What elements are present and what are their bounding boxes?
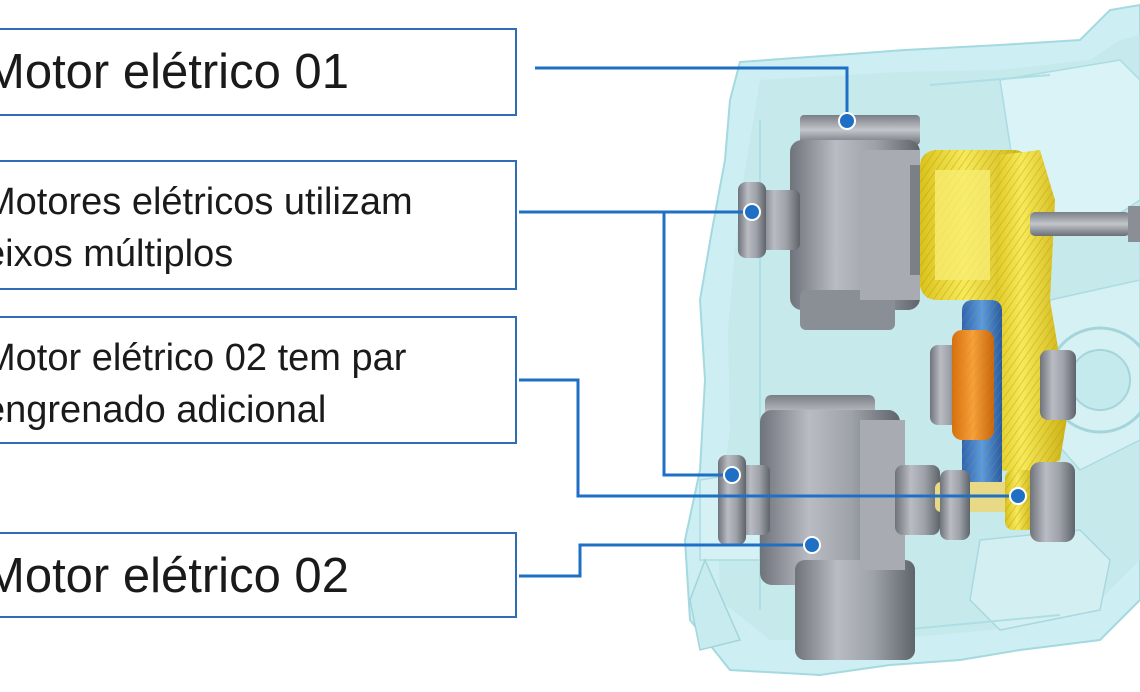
transmission-housing	[683, 3, 1140, 677]
electric-motor-01	[738, 115, 930, 330]
label-motor-01: Motor elétrico 01	[0, 45, 349, 99]
label-additional-gear-pair-line1: Motor elétrico 02 tem par	[0, 337, 407, 379]
dot-additional-gear	[1009, 487, 1027, 505]
label-additional-gear-pair-line2: engrenado adicional	[0, 389, 327, 431]
leader-line-multiple-axes-lower	[662, 212, 730, 477]
dot-motor-01-shaft	[743, 203, 761, 221]
label-multiple-axes-line2: eixos múltiplos	[0, 233, 234, 275]
label-box-motor-02: Motor elétrico 02	[0, 532, 517, 618]
leader-line-motor-01	[535, 66, 849, 120]
label-additional-gear-pair: Motor elétrico 02 tem par engrenado adic…	[0, 332, 406, 436]
electric-motor-02	[718, 395, 1075, 660]
dot-motor-01	[838, 112, 856, 130]
leader-line-additional-gear-pair	[519, 378, 1018, 498]
leader-line-motor-02	[519, 543, 810, 578]
dot-motor-02	[803, 536, 821, 554]
leader-dots	[723, 112, 1027, 554]
yellow-gear-train	[920, 150, 1140, 475]
orange-gear	[930, 330, 1076, 440]
label-box-additional-gear-pair: Motor elétrico 02 tem par engrenado adic…	[0, 316, 517, 444]
label-multiple-axes-line1: Motores elétricos utilizam	[0, 181, 413, 223]
label-multiple-axes: Motores elétricos utilizam eixos múltipl…	[0, 176, 413, 280]
blue-gear	[962, 300, 1002, 490]
leader-lines	[519, 66, 1018, 578]
label-box-multiple-axes: Motores elétricos utilizam eixos múltipl…	[0, 160, 517, 290]
dot-motor-02-shaft	[723, 466, 741, 484]
label-box-motor-01: Motor elétrico 01	[0, 28, 517, 116]
label-motor-02: Motor elétrico 02	[0, 549, 349, 603]
